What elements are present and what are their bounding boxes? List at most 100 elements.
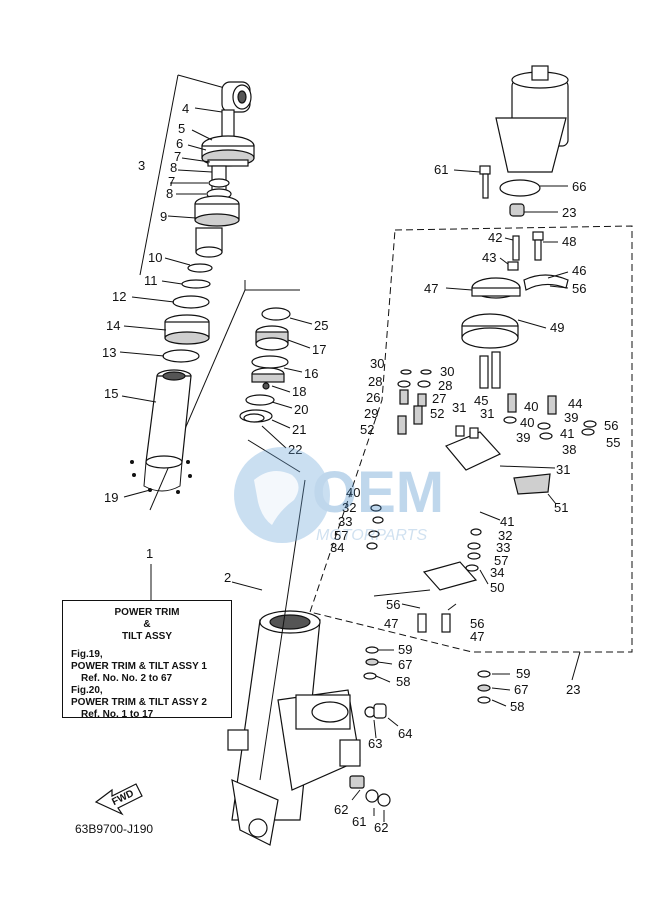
callout-62: 62: [374, 820, 388, 835]
part-49-gear: [461, 313, 519, 349]
lower-seals: [363, 646, 491, 704]
callout-35: 38: [562, 442, 576, 457]
part-4-rod-end: [221, 81, 252, 141]
callout-58b: 58: [510, 699, 524, 714]
callout-42: 43: [482, 250, 496, 265]
diagram-code: 63B9700-J190: [75, 822, 154, 836]
callout-45: 46: [572, 263, 586, 278]
legend-fig19-ref: Ref. No. No. 2 to 67: [81, 673, 173, 684]
valve-springs: [397, 369, 597, 440]
callout-2: 2: [224, 570, 231, 585]
callout-67a: 67: [398, 657, 412, 672]
part-23-coupler: [509, 203, 525, 217]
middle-column-guides: [245, 289, 301, 473]
callout-17: 17: [312, 342, 326, 357]
callout-7b: 7: [168, 174, 175, 189]
callout-57a: 57: [334, 528, 348, 543]
callout-14: 14: [106, 318, 120, 333]
callout-56a: 56: [386, 597, 400, 612]
callout-11: 11: [144, 273, 158, 288]
part-5-6-cap: [201, 135, 255, 167]
part-24-oring: [261, 307, 291, 321]
callout-33a: 33: [338, 514, 352, 529]
part-44-shuttle: [479, 351, 501, 389]
callout-29: 29: [364, 406, 378, 421]
part-25-enclosure: [309, 225, 633, 653]
callout-15: 15: [104, 386, 118, 401]
callout-46: 47: [424, 281, 438, 296]
part-16-ring: [251, 355, 289, 369]
part-50-plate: [422, 561, 478, 591]
callout-3: 3: [138, 158, 145, 173]
callout-6: 6: [176, 136, 183, 151]
callout-40b: 41: [500, 514, 514, 529]
callout-47b: 47: [470, 629, 484, 644]
legend-title-3: TILT ASSY: [122, 631, 172, 642]
callout-39b: 41: [560, 426, 574, 441]
callout-37: 39: [516, 430, 530, 445]
callout-20: 20: [294, 402, 308, 417]
callout-28a: 28: [368, 374, 382, 389]
callout-41: 42: [488, 230, 502, 245]
small-parts-left: [366, 504, 482, 572]
callout-64: 63: [368, 736, 382, 751]
lower-fittings: [349, 703, 391, 807]
leader-lines: [119, 107, 581, 822]
part-9-piston: [194, 195, 240, 258]
callout-40a: 40: [346, 485, 360, 500]
part-66-oring: [499, 179, 541, 197]
part-18-valve: [251, 367, 285, 390]
callout-55: 56: [572, 281, 586, 296]
callout-53: 55: [606, 435, 620, 450]
callout-65: 64: [398, 726, 412, 741]
callout-30b: 30: [440, 364, 454, 379]
callout-36: 39: [564, 410, 578, 425]
callout-7: 7: [174, 149, 181, 164]
legend-fig19-name: POWER TRIM & TILT ASSY 1: [71, 661, 207, 672]
callout-47a: 47: [384, 616, 398, 631]
callout-61: 61: [352, 814, 366, 829]
part-20-ring: [245, 394, 275, 406]
callout-31c: 31: [556, 462, 570, 477]
callout-8b: 8: [166, 186, 173, 201]
callout-52a: 52: [430, 406, 444, 421]
callout-27: 27: [432, 391, 446, 406]
callout-60: 61: [434, 162, 448, 177]
callout-31b: 31: [480, 406, 494, 421]
callout-10: 10: [148, 250, 162, 265]
callout-8: 8: [170, 160, 177, 175]
legend-fig20: Fig.20,: [71, 685, 103, 696]
callout-23: 23: [562, 205, 576, 220]
part-12-oring: [172, 295, 210, 309]
callout-66: 66: [572, 179, 586, 194]
callout-50: 50: [490, 580, 504, 595]
part-7-8-rod: [206, 165, 232, 200]
callout-19: 19: [104, 490, 118, 505]
callout-67b: 67: [514, 682, 528, 697]
motor-assembly: [495, 65, 569, 173]
callout-32a: 32: [342, 500, 356, 515]
callout-58a: 58: [396, 674, 410, 689]
rod-guide: [259, 479, 306, 781]
callout-21: 21: [292, 422, 306, 437]
callout-43: 44: [568, 396, 582, 411]
part-47-screws: [417, 613, 451, 633]
legend-fig20-ref: Ref. No. 1 to 17: [81, 709, 154, 720]
callout-31a: 31: [452, 400, 466, 415]
callout-56b: 56: [470, 616, 484, 631]
callout-59a: 59: [398, 642, 412, 657]
callout-32b: 32: [498, 528, 512, 543]
callout-numbers: 4 5 6 7 3 8 7 8 9 10 11 12 14 13 15 19 2…: [102, 101, 620, 835]
part-13-oring: [162, 349, 200, 363]
part-17-seal: [255, 325, 289, 351]
callout-18: 18: [292, 384, 306, 399]
callout-16: 16: [304, 366, 318, 381]
callout-12: 12: [112, 289, 126, 304]
callout-51: 51: [554, 500, 568, 515]
callout-24: 25: [314, 318, 328, 333]
callout-1: 1: [146, 546, 153, 561]
callout-25: 23: [566, 682, 580, 697]
callout-33b: 33: [496, 540, 510, 555]
part-15-cylinder: [143, 369, 192, 492]
